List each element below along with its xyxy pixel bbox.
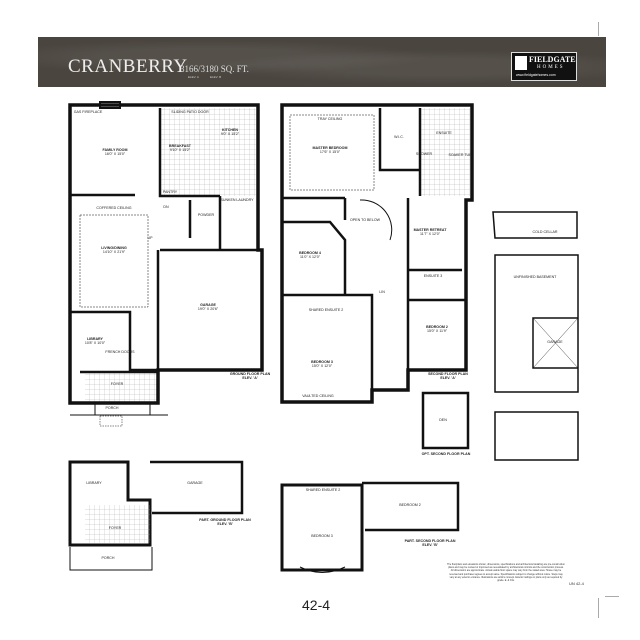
room-name: BEDROOM 4 (299, 251, 321, 255)
french-doors-label: FRENCH DOORS (105, 350, 135, 354)
part-second-floor-plan (280, 481, 460, 573)
sliding-door-label: SLIDING PATIO DOOR (171, 110, 209, 114)
part-ground-floor-plan (68, 460, 244, 571)
room-dims: 11'7" X 12'0" (419, 232, 441, 237)
page-number: 42-4 (302, 597, 331, 613)
room-dims: 16'0" X 15'0" (104, 152, 126, 157)
elev-b-label: ELEV. B (210, 75, 222, 79)
part-porch-label: PORCH (101, 556, 115, 560)
room-name: MASTER RETREAT (413, 228, 447, 232)
model-name: CRANBERRY (68, 56, 188, 77)
up-label: UP (147, 236, 153, 240)
room-name: BREAKFAST (169, 144, 191, 148)
room-dims: 19'0" X 20'6" (197, 307, 219, 312)
part-bedroom3-label: BEDROOM 3 (311, 534, 333, 538)
plan-title-text: PART. GROUND FLOOR PLAN (199, 518, 251, 522)
room-name: GARAGE (200, 303, 216, 307)
room-name: MASTER BEDROOM (312, 146, 348, 150)
part-bedroom2-label: BEDROOM 2 (399, 503, 421, 507)
room-name: BEDROOM 2 (426, 325, 448, 329)
lin-label: LIN (379, 290, 385, 294)
foyer-label: FOYER (110, 382, 124, 386)
wic-label: W.I.C. (394, 135, 404, 139)
shower-label: SHOWER (415, 152, 433, 156)
room-dims: 9'10" X 15'2" (169, 148, 191, 153)
ground-floor-plan (68, 101, 264, 427)
shared-ensuite-label: SHARED ENSUITE 2 (308, 308, 344, 312)
tray-ceiling-label: TRAY CEILING (317, 117, 343, 121)
room-dims: 10'8" X 10'0" (84, 341, 106, 346)
part-foyer-label: FOYER (108, 526, 122, 530)
plan-elev: ELEV. 'A' (440, 376, 456, 381)
crop-mark (598, 22, 599, 36)
plan-elev: ELEV. 'B' (422, 543, 438, 548)
basement-plans (492, 211, 579, 461)
porch-label: PORCH (105, 406, 119, 410)
crop-mark (605, 596, 619, 597)
crop-mark (598, 598, 599, 618)
coffered-ceiling-label: COFFERED CEILING (96, 206, 132, 210)
unfinished-basement-label: UNFINISHED BASEMENT (513, 275, 557, 279)
powder-label: POWDER (197, 213, 215, 217)
room-dims: 17'6" X 15'0" (319, 150, 341, 155)
ensuite-label: ENSUITE (436, 131, 452, 135)
disclaimer: The floorplans and elevations shown, dim… (447, 563, 565, 583)
basement-garage-label: GARAGE (547, 340, 563, 344)
opt-second-title: OPT. SECOND FLOOR PLAN (421, 452, 471, 456)
plan-title-text: GROUND FLOOR PLAN (229, 372, 271, 376)
unit-code: UN 42-4 (569, 581, 584, 586)
ensuite3-label: ENSUITE 3 (423, 274, 443, 278)
pantry-label: PANTRY (162, 190, 178, 194)
elev-a-label: ELEV. A (188, 75, 199, 79)
logo-url: www.fieldgatehomes.com (516, 73, 556, 77)
room-name: LIVING/DINING (101, 246, 127, 250)
dn-label: DN (163, 205, 169, 209)
room-dims: 15'0" X 12'0" (311, 364, 333, 369)
cold-cellar-label: COLD CELLAR (532, 230, 558, 234)
logo-name: FIELDGATE (529, 55, 576, 64)
fieldgate-logo: FIELDGATE HOMES www.fieldgatehomes.com (511, 52, 577, 81)
room-dims: 11'0" X 12'0" (299, 255, 321, 260)
plan-elev: ELEV. 'B' (217, 522, 233, 527)
fireplace-label: GAS FIREPLACE (73, 110, 103, 114)
room-name: KITCHEN (222, 128, 238, 132)
plan-elev: ELEV. 'A' (242, 376, 258, 381)
open-below-label: OPEN TO BELOW (349, 218, 381, 222)
room-name: LIBRARY (87, 337, 103, 341)
plan-title-text: PART. SECOND FLOOR PLAN (404, 539, 456, 543)
soaker-tub-label: SOAKER TUB (448, 153, 472, 157)
logo-sub: HOMES (537, 65, 565, 70)
part-garage-label: GARAGE (187, 481, 203, 485)
room-name: FAMILY ROOM (102, 148, 128, 152)
vaulted-ceiling-label: VAULTED CEILING (302, 394, 334, 398)
plan-title-text: SECOND FLOOR PLAN (428, 372, 468, 376)
square-footage: 3166/3180 SQ. FT. (180, 64, 249, 74)
room-name: BEDROOM 3 (311, 360, 333, 364)
den-label: DEN (439, 418, 447, 422)
second-floor-plan (280, 103, 474, 404)
room-dims: 15'0" X 11'9" (426, 329, 448, 334)
room-dims: 9'0" X 15'2" (220, 132, 240, 137)
logo-icon (515, 56, 527, 70)
laundry-label: SUNKEN LAUNDRY (220, 198, 254, 202)
part-library-label: LIBRARY (86, 481, 102, 485)
room-dims: 14'10" X 21'9" (102, 250, 126, 255)
part-shared-ensuite-label: SHARED ENSUITE 2 (305, 488, 341, 492)
